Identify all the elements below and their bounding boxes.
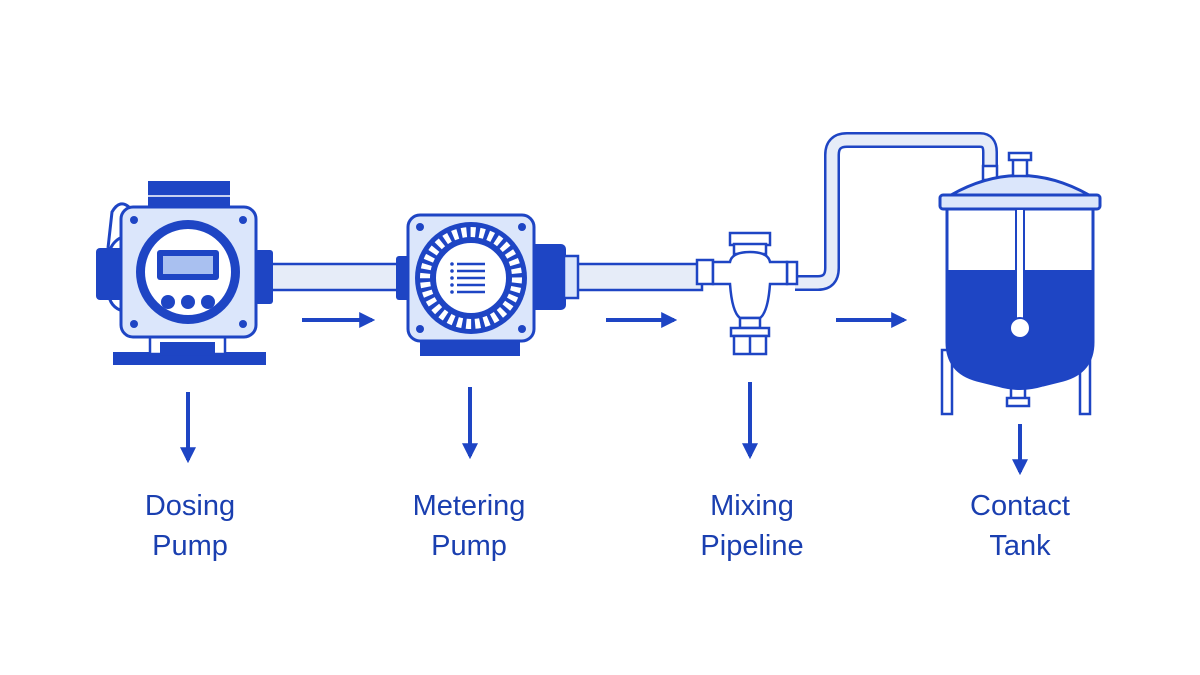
metering-pump-label-line1: Metering	[412, 490, 526, 522]
dosing-pump-button	[181, 295, 195, 309]
pipe-metering-to-mixing	[574, 262, 704, 292]
contact-tank-label-line1: Contact	[970, 490, 1070, 522]
contact-tank-icon	[938, 151, 1102, 416]
dosing-pump-button	[201, 295, 215, 309]
mixing-pipeline-label-line1: Mixing	[710, 490, 794, 522]
contact-tank-label: Contact Tank	[910, 486, 1130, 566]
metering-pump-label: Metering Pump	[359, 486, 579, 566]
contact-tank-agitator	[1009, 208, 1031, 339]
contact-tank-label-line2: Tank	[989, 530, 1051, 562]
metering-pump-icon	[396, 213, 580, 356]
mixing-pipeline-label: Mixing Pipeline	[642, 486, 862, 566]
metering-pump-label-line2: Pump	[431, 530, 507, 562]
dosing-pump-button	[161, 295, 175, 309]
pipe-dosing-to-metering	[266, 262, 410, 292]
dosing-pump-label-line2: Pump	[152, 530, 228, 562]
dosing-pump-label: Dosing Pump	[80, 486, 300, 566]
metering-pump-readout	[457, 262, 485, 294]
pipe-mixing-to-tank	[795, 132, 999, 291]
mixing-pipeline-icon	[695, 231, 799, 356]
dosing-pump-label-line1: Dosing	[144, 490, 236, 522]
dosing-pump-icon	[96, 181, 273, 365]
mixing-pipeline-label-line2: Pipeline	[700, 530, 804, 562]
